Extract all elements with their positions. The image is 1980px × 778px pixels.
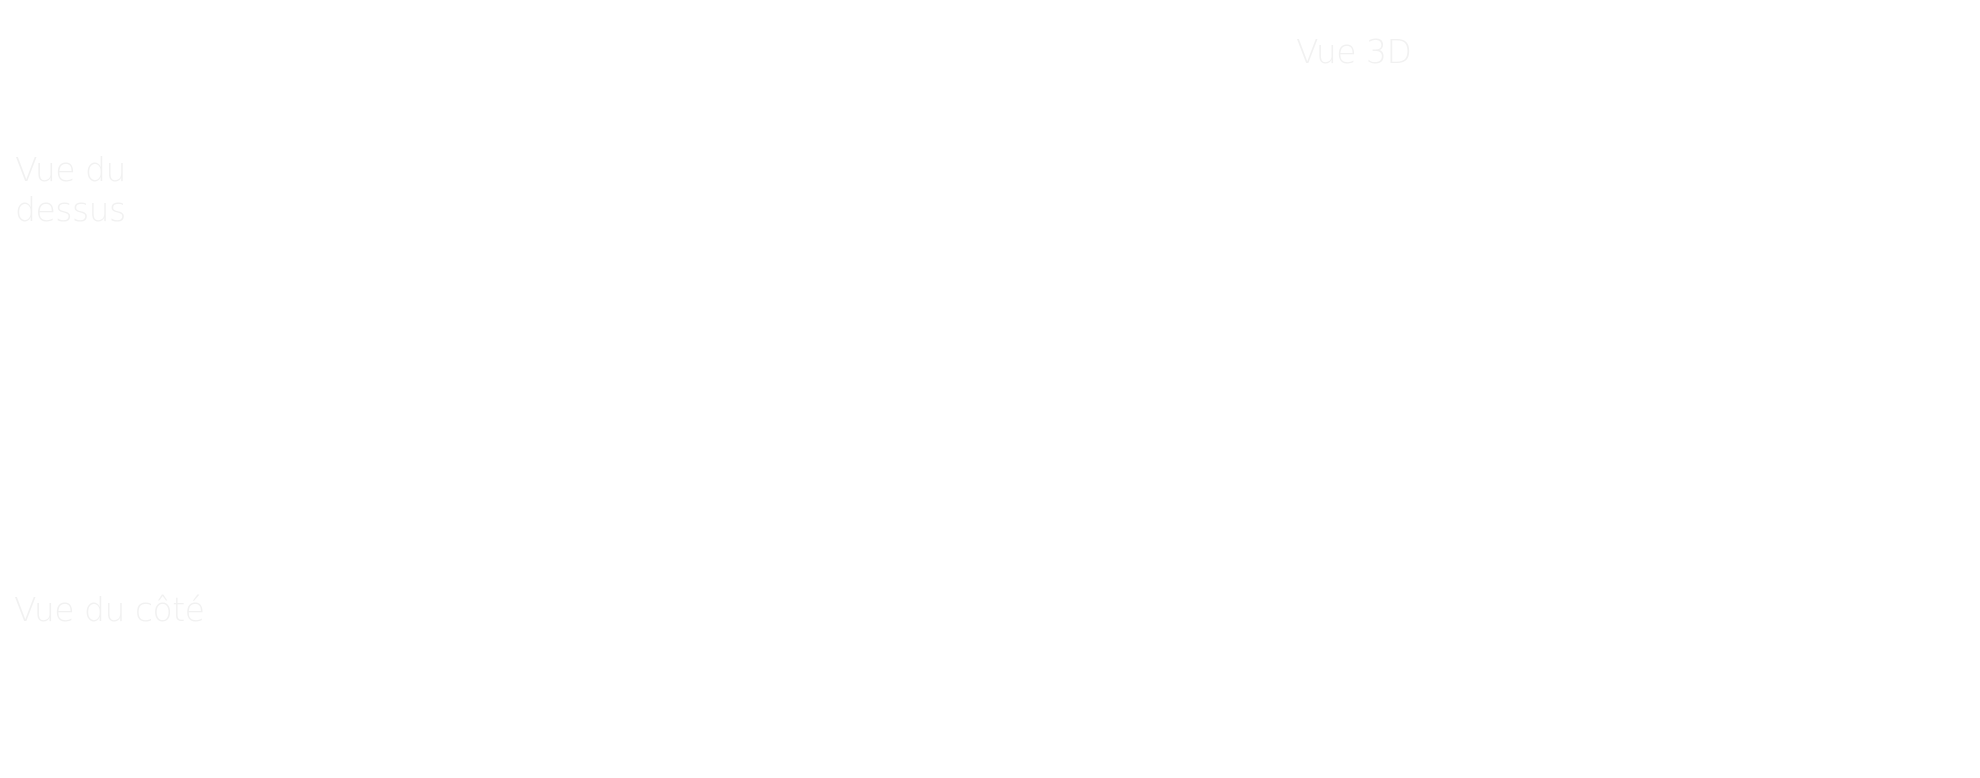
3d-view-viewport[interactable] [1240, 0, 1980, 778]
view-top-label-line1: Vue du [15, 150, 126, 189]
view-top-label: Vue du dessus [15, 150, 195, 230]
view-side-label: Vue du côté [14, 590, 205, 629]
view-3d-label: Vue 3D [1296, 32, 1412, 71]
view-top-label-line2: dessus [15, 190, 126, 229]
